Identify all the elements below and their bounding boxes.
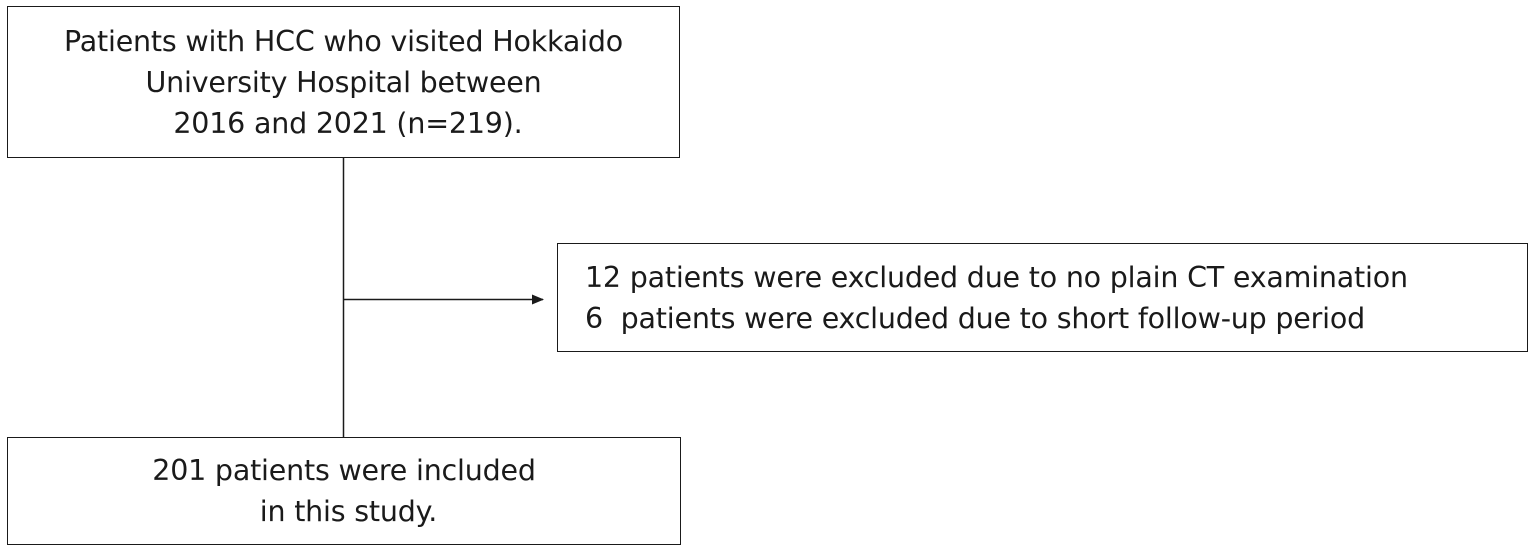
- included-box: 201 patients were included in this study…: [7, 437, 681, 545]
- exclusion-line-1: 12 patients were excluded due to no plai…: [585, 260, 1408, 294]
- enrollment-line-3: 2016 and 2021 (n=219).: [164, 106, 523, 140]
- enrollment-box: Patients with HCC who visited Hokkaido U…: [7, 6, 680, 158]
- included-line-2: in this study.: [250, 495, 438, 528]
- enrollment-line-1: Patients with HCC who visited Hokkaido: [64, 24, 623, 58]
- enrollment-line-2: University Hospital between: [145, 65, 542, 99]
- exclusion-box: 12 patients were excluded due to no plai…: [557, 243, 1528, 352]
- exclusion-line-2: 6 patients were excluded due to short fo…: [585, 301, 1365, 335]
- included-line-1: 201 patients were included: [152, 454, 536, 487]
